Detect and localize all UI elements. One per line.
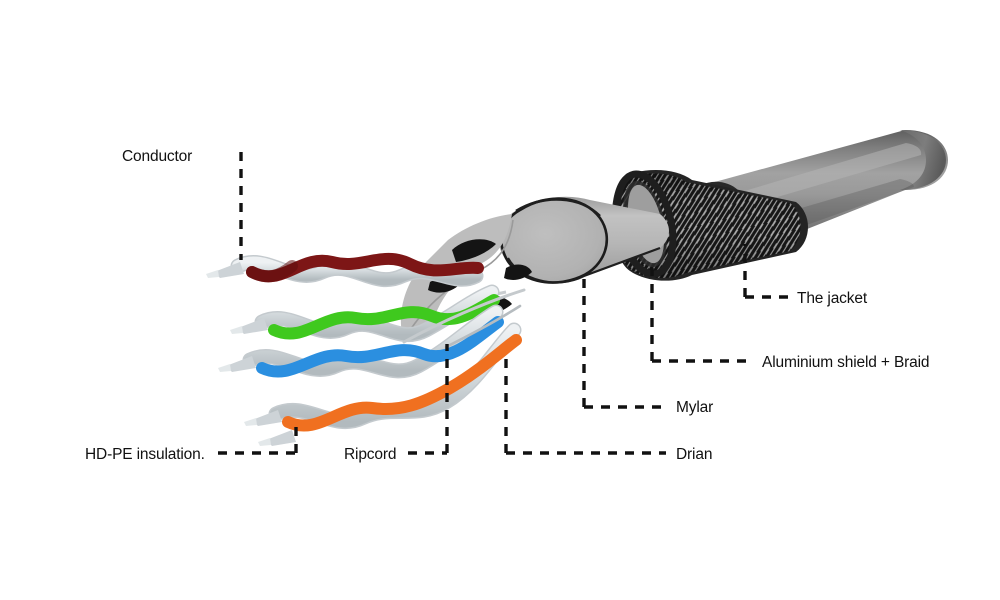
label-ripcord: Ripcord: [344, 446, 396, 463]
pair-orange: [244, 322, 522, 446]
conductor-green: [268, 294, 500, 340]
label-aluminium-shield-braid: Aluminium shield + Braid: [762, 354, 929, 371]
label-conductor: Conductor: [122, 148, 192, 165]
callout-labels: Conductor HD-PE insulation. Ripcord Dria…: [85, 148, 930, 463]
pair-brown: [206, 252, 484, 288]
jacket-end-cap: [900, 130, 946, 190]
label-hdpe-insulation: HD-PE insulation.: [85, 446, 205, 463]
drain-wire-filament: [402, 288, 526, 344]
ripcord-filament: [444, 304, 522, 349]
pair-green: [230, 284, 500, 343]
label-mylar: Mylar: [676, 399, 713, 416]
callout-leaders: [218, 152, 789, 455]
label-the-jacket: The jacket: [797, 290, 868, 307]
conductor-orange: [282, 334, 522, 432]
conductor-blue: [256, 316, 504, 378]
label-drian: Drian: [676, 446, 712, 463]
